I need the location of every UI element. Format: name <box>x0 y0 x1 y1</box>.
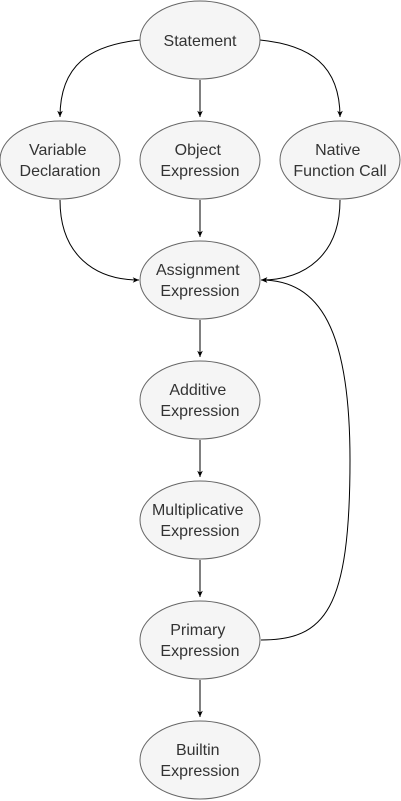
node-object-expression: Object Expression <box>139 120 261 200</box>
node-additive-expression-label-line-2: Expression <box>160 403 239 420</box>
node-native-function-call-shape <box>279 120 401 200</box>
edges <box>57 39 351 717</box>
svg-text:Builtin Expression: Builtin Expression <box>160 742 239 780</box>
node-multiplicative-expression-shape <box>139 480 261 560</box>
svg-text:Statement: Statement <box>164 33 237 50</box>
node-native-function-call-label-line-1: Native <box>315 142 360 159</box>
svg-text:Object Expression: Object Expression <box>160 142 239 180</box>
edge-native-function-call-to-assignment-expression <box>260 199 341 283</box>
svg-text:Additive Expression: Additive Expression <box>160 382 239 420</box>
node-builtin-expression-label-line-1: Builtin <box>176 742 220 759</box>
svg-text:Assignment Expression: Assignment Expression <box>156 262 244 300</box>
node-statement-shape <box>139 0 261 80</box>
svg-text:Variable Declaration: Variable Declaration <box>20 142 101 180</box>
node-variable-declaration-label-line-2: Declaration <box>20 163 101 180</box>
svg-text:Native Function Call: Native Function Call <box>293 142 386 180</box>
node-assignment-expression-label-line-2: Expression <box>160 283 239 300</box>
node-statement: Statement <box>139 0 261 80</box>
node-builtin-expression-label-line-2: Expression <box>160 763 239 780</box>
edge-variable-declaration-to-assignment-expression <box>59 199 140 283</box>
node-variable-declaration: Variable Declaration <box>0 120 121 200</box>
node-object-expression-label-line-2: Expression <box>160 163 239 180</box>
node-primary-expression-shape <box>139 600 261 680</box>
svg-text:Multiplicative Expressio: Multiplicative Expression <box>152 502 248 540</box>
node-primary-expression-label-line-1: Primary <box>170 622 225 639</box>
node-additive-expression: Additive Expression <box>139 360 261 440</box>
node-builtin-expression-shape <box>139 720 261 800</box>
node-native-function-call: Native Function Call <box>279 120 401 200</box>
node-multiplicative-expression: Multiplicative Expression <box>139 480 261 560</box>
node-object-expression-label-line-1: Object <box>175 142 222 159</box>
node-statement-label: Statement <box>164 33 237 50</box>
node-assignment-expression-shape <box>139 240 261 320</box>
node-primary-expression: Primary Expression <box>139 600 261 680</box>
node-builtin-expression: Builtin Expression <box>139 720 261 800</box>
edge-statement-to-variable-declaration <box>57 39 141 118</box>
node-multiplicative-expression-label-line-1: Multiplicative <box>152 502 244 519</box>
node-native-function-call-label-line-2: Function Call <box>293 163 386 180</box>
svg-text:Primary Expression: Primary Expression <box>160 622 239 660</box>
node-assignment-expression-label-line-1: Assignment <box>156 262 240 279</box>
node-assignment-expression: Assignment Expression <box>139 240 261 320</box>
node-additive-expression-shape <box>139 360 261 440</box>
edge-primary-to-assignment-loop <box>260 277 351 641</box>
edge-statement-to-native-function-call <box>259 39 343 118</box>
node-variable-declaration-label-line-1: Variable <box>29 142 87 159</box>
node-primary-expression-label-line-2: Expression <box>160 643 239 660</box>
node-multiplicative-expression-label-line-2: Expression <box>160 523 239 540</box>
node-variable-declaration-shape <box>0 120 121 200</box>
node-additive-expression-label-line-1: Additive <box>169 382 226 399</box>
node-object-expression-shape <box>139 120 261 200</box>
